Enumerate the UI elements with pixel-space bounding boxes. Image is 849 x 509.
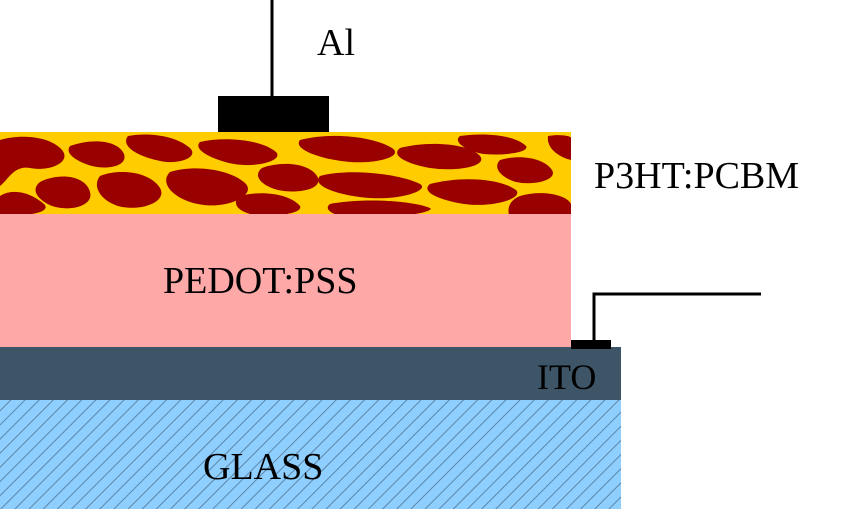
- p3ht-pcbm-layer: [0, 132, 571, 214]
- al-label: Al: [317, 22, 355, 64]
- p3ht-pcbm-label: P3HT:PCBM: [594, 155, 799, 197]
- glass-layer: [0, 400, 621, 509]
- al-electrode: [218, 96, 329, 132]
- ito-label: ITO: [537, 357, 596, 397]
- glass-label: GLASS: [203, 446, 323, 488]
- pedot-pss-label: PEDOT:PSS: [163, 260, 358, 302]
- pedot-pss-layer: [0, 214, 571, 347]
- anode-wire: [592, 292, 761, 342]
- ito-layer: [0, 347, 621, 400]
- phase-domains: [0, 134, 571, 214]
- ito-contact-pad: [571, 340, 611, 349]
